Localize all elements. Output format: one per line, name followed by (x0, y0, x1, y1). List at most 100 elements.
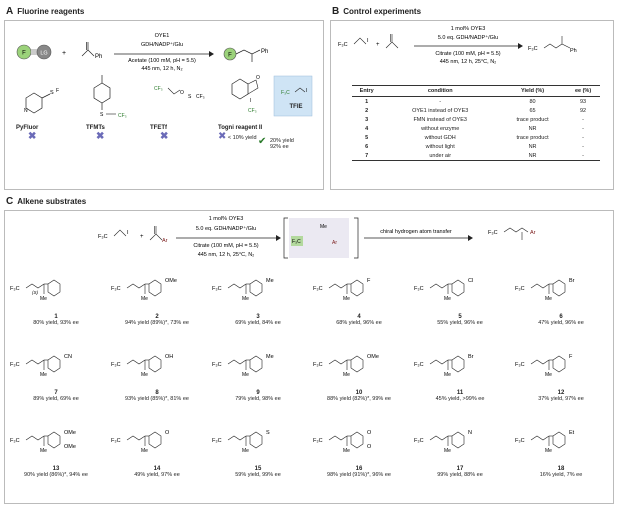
svg-text:Me: Me (141, 448, 148, 454)
product-number: 17 (456, 466, 464, 472)
svg-text:F₃C: F₃C (10, 286, 20, 292)
svg-text:F₃C: F₃C (528, 46, 538, 52)
svg-text:OMe: OMe (64, 430, 76, 436)
product-result: 47% yield, 96% ee (538, 320, 584, 326)
svg-text:I: I (367, 38, 369, 44)
reagent-tfetf: TFETf ✖ (150, 125, 210, 142)
svg-text:Me: Me (545, 448, 552, 454)
svg-text:1 mol% OYE3: 1 mol% OYE3 (451, 26, 486, 32)
svg-text:Ph: Ph (570, 48, 577, 54)
product-number: 16 (355, 466, 363, 472)
svg-text:chiral hydrogen atom transfer: chiral hydrogen atom transfer (380, 229, 452, 235)
svg-text:5.0 eq. GDH/NADP⁺/Glu: 5.0 eq. GDH/NADP⁺/Glu (438, 34, 498, 41)
svg-text:445 nm, 12 h, 25°C, N₂: 445 nm, 12 h, 25°C, N₂ (440, 59, 497, 65)
product-result: 79% yield, 98% ee (235, 396, 281, 402)
svg-text:Me: Me (444, 448, 451, 454)
svg-text:I: I (306, 88, 307, 94)
svg-text:Citrate (100 mM, pH = 5.5): Citrate (100 mM, pH = 5.5) (193, 243, 258, 249)
svg-text:Me: Me (343, 296, 350, 302)
svg-text:F: F (56, 88, 59, 94)
product-number: 18 (557, 466, 565, 472)
product-result: 88% yield (82%)*, 99% ee (327, 396, 391, 402)
tfetf-structure: CF₃ O S CF₃ (154, 86, 205, 100)
cross-icon: ✖ (160, 131, 169, 142)
svg-text:Ar: Ar (530, 230, 536, 236)
svg-text:CF₃: CF₃ (118, 113, 127, 119)
product-number: 12 (557, 390, 565, 396)
svg-text:5.0 eq. GDH/NADP⁺/Glu: 5.0 eq. GDH/NADP⁺/Glu (196, 225, 256, 232)
svg-text:+: + (376, 42, 380, 48)
product-result: 90% yield (86%)*, 94% ee (24, 472, 88, 478)
svg-text:CF₃: CF₃ (196, 94, 205, 100)
tfmts-structure: S CF₃ (93, 75, 127, 119)
svg-text:OMe: OMe (64, 444, 76, 450)
svg-text:F₃C: F₃C (338, 42, 348, 48)
reagent-pyfluor: PyFluor ✖ (16, 125, 76, 142)
product-result: 93% yield (85%)*, 81% ee (125, 396, 189, 402)
svg-text:Ar: Ar (332, 240, 337, 246)
svg-text:F₃C: F₃C (414, 438, 424, 444)
product-result: 16% yield, 7% ee (539, 472, 583, 478)
cross-icon: ✖ (96, 131, 105, 142)
product-result: 80% yield, 93% ee (33, 320, 79, 326)
product-number: 14 (153, 466, 161, 472)
svg-text:F: F (22, 51, 26, 57)
svg-text:Me: Me (343, 448, 350, 454)
svg-text:S: S (266, 430, 270, 436)
svg-text:Ph: Ph (95, 54, 102, 60)
svg-text:CF₃: CF₃ (154, 86, 163, 92)
panel-a-box (4, 20, 324, 190)
product-result: 49% yield, 97% ee (134, 472, 180, 478)
svg-text:Me: Me (320, 224, 327, 230)
svg-text:+: + (140, 234, 144, 240)
svg-text:F₃C: F₃C (313, 362, 323, 368)
svg-text:S: S (188, 94, 192, 100)
svg-text:S: S (50, 90, 54, 96)
panel-b-scheme: F₃C I + 1 mol% OYE3 5.0 eq. GDH/NADP⁺/Gl… (338, 26, 577, 65)
cross-icon: ✖ (218, 131, 227, 142)
svg-text:F₃C: F₃C (212, 286, 222, 292)
svg-text:(S): (S) (32, 290, 39, 295)
svg-text:Ph: Ph (261, 49, 268, 55)
reagent-tfie: TFIE (289, 104, 303, 110)
product-result: 45% yield, >99% ee (435, 396, 485, 402)
product-number: 7 (54, 390, 58, 396)
product-number: 9 (256, 390, 260, 396)
svg-text:N: N (468, 430, 472, 436)
panel-c-box (4, 210, 614, 504)
col-yield: Yield (%) (499, 85, 567, 97)
product-number: 1 (54, 314, 58, 320)
pyfluor-structure: S F N (24, 88, 59, 114)
product-result: 94% yield (89%)*, 73% ee (125, 320, 189, 326)
svg-text:F₃C: F₃C (488, 230, 498, 236)
svg-text:Me: Me (444, 296, 451, 302)
svg-text:Me: Me (545, 372, 552, 378)
product-result: 89% yield, 69% ee (33, 396, 79, 402)
svg-text:F: F (367, 278, 371, 284)
svg-text:F₃C: F₃C (10, 438, 20, 444)
svg-text:F₃C: F₃C (515, 286, 525, 292)
svg-text:O: O (367, 430, 372, 436)
svg-text:F₃C: F₃C (515, 438, 525, 444)
product-structure: F₃C Me N (414, 430, 472, 454)
svg-text:O: O (180, 90, 184, 96)
product-number: 6 (559, 314, 563, 320)
